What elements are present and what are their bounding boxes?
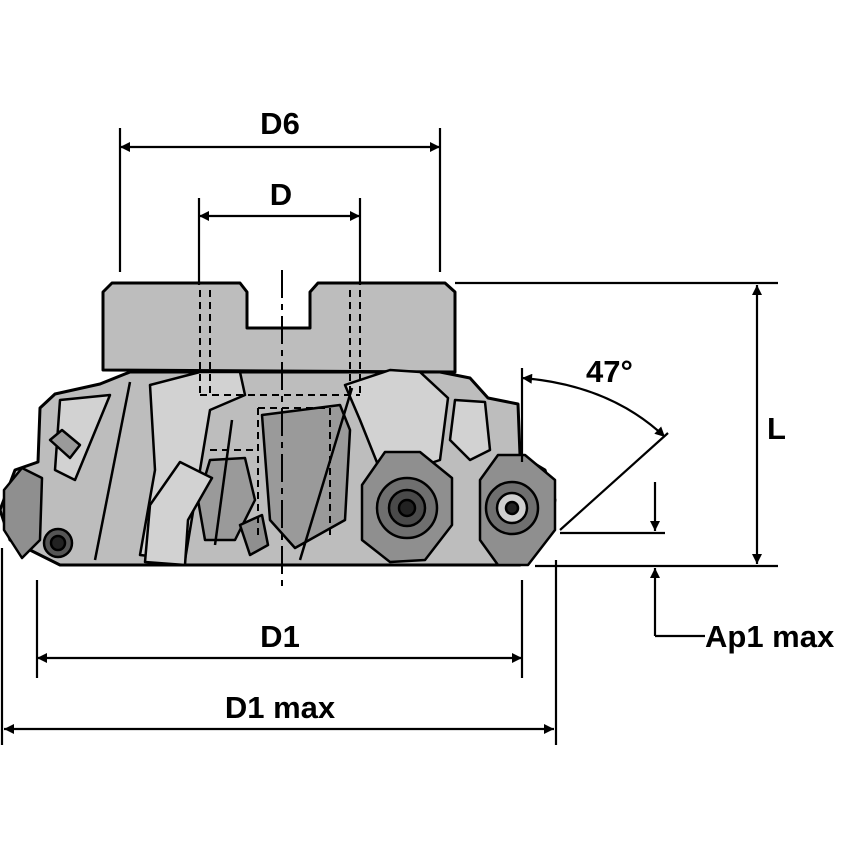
label-d1: D1 bbox=[260, 619, 300, 654]
cutting-inserts bbox=[2, 450, 557, 567]
label-angle: 47° bbox=[586, 354, 633, 389]
label-d: D bbox=[269, 177, 293, 212]
label-d1-max: D1 max bbox=[224, 690, 336, 725]
dim-angle-arc bbox=[521, 373, 666, 438]
label-ap1-max: Ap1 max bbox=[705, 619, 835, 654]
cutter-hub bbox=[101, 281, 457, 374]
insert-left bbox=[2, 466, 44, 560]
hidden-bore-lines bbox=[199, 290, 361, 535]
label-l: L bbox=[767, 411, 786, 446]
flute-details bbox=[48, 368, 492, 562]
insert-curved bbox=[143, 460, 214, 567]
dimension-lines bbox=[0, 128, 778, 745]
label-d6: D6 bbox=[260, 106, 300, 141]
